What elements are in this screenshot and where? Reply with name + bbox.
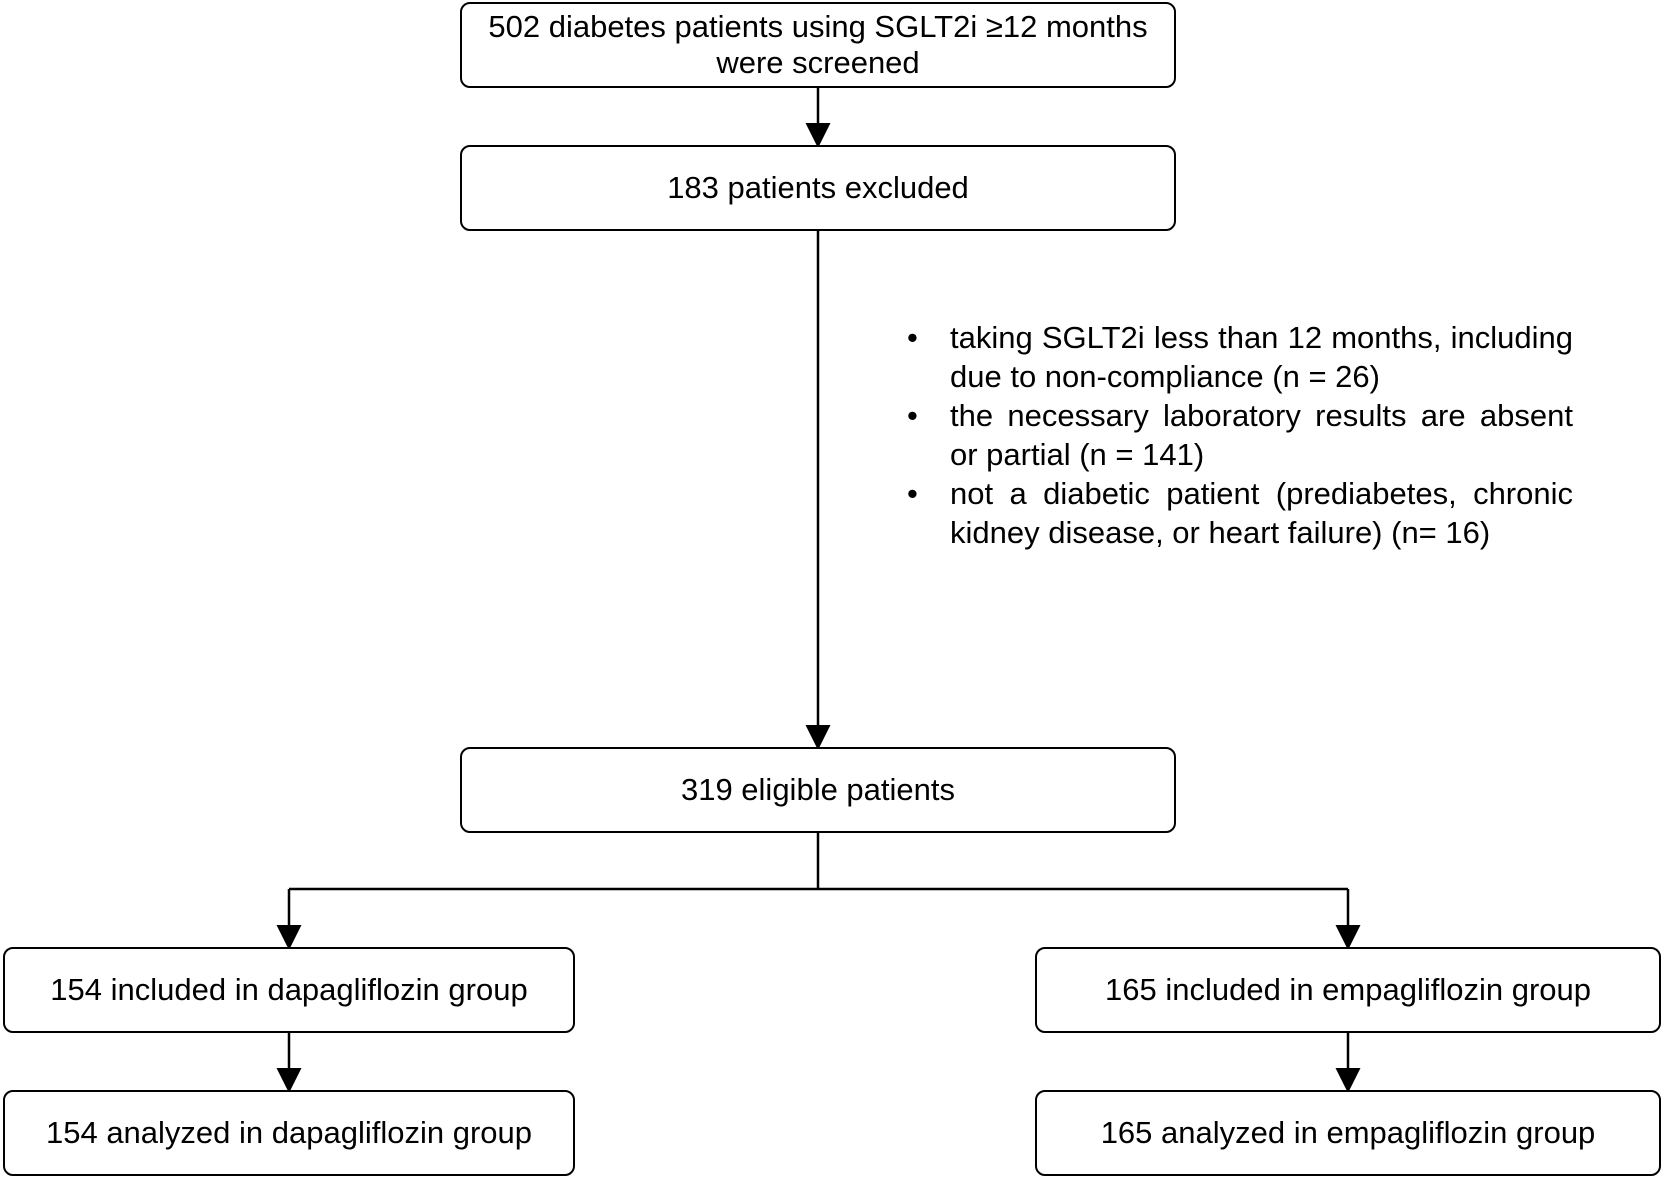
dapagliflozin-included-box: 154 included in dapagliflozin group bbox=[3, 947, 575, 1033]
eligible-text: 319 eligible patients bbox=[680, 772, 956, 807]
screened-text: 502 diabetes patients using SGLT2i ≥12 m… bbox=[488, 9, 1148, 80]
screened-box: 502 diabetes patients using SGLT2i ≥12 m… bbox=[460, 2, 1176, 88]
exclusion-reason-item: • the necessary laboratory results are a… bbox=[903, 396, 1573, 474]
eligible-box: 319 eligible patients bbox=[460, 747, 1176, 833]
exclusion-reason-text: the necessary laboratory results are abs… bbox=[950, 398, 1573, 472]
empagliflozin-analyzed-text: 165 analyzed in empagliflozin group bbox=[1100, 1115, 1596, 1150]
bullet-icon: • bbox=[907, 398, 918, 433]
excluded-box: 183 patients excluded bbox=[460, 145, 1176, 231]
excluded-text: 183 patients excluded bbox=[667, 170, 969, 205]
dapagliflozin-included-text: 154 included in dapagliflozin group bbox=[50, 972, 528, 1007]
dapagliflozin-analyzed-box: 154 analyzed in dapagliflozin group bbox=[3, 1090, 575, 1176]
dapagliflozin-analyzed-text: 154 analyzed in dapagliflozin group bbox=[45, 1115, 533, 1150]
exclusion-reason-item: • not a diabetic patient (prediabetes, c… bbox=[903, 474, 1573, 552]
empagliflozin-included-text: 165 included in empagliflozin group bbox=[1105, 972, 1591, 1007]
exclusion-reasons-list: • taking SGLT2i less than 12 months, inc… bbox=[903, 318, 1573, 552]
exclusion-reason-text: taking SGLT2i less than 12 months, inclu… bbox=[950, 320, 1573, 394]
bullet-icon: • bbox=[907, 320, 918, 355]
empagliflozin-included-box: 165 included in empagliflozin group bbox=[1035, 947, 1661, 1033]
bullet-icon: • bbox=[907, 476, 918, 511]
exclusion-reason-item: • taking SGLT2i less than 12 months, inc… bbox=[903, 318, 1573, 396]
empagliflozin-analyzed-box: 165 analyzed in empagliflozin group bbox=[1035, 1090, 1661, 1176]
exclusion-reason-text: not a diabetic patient (prediabetes, chr… bbox=[950, 476, 1573, 550]
